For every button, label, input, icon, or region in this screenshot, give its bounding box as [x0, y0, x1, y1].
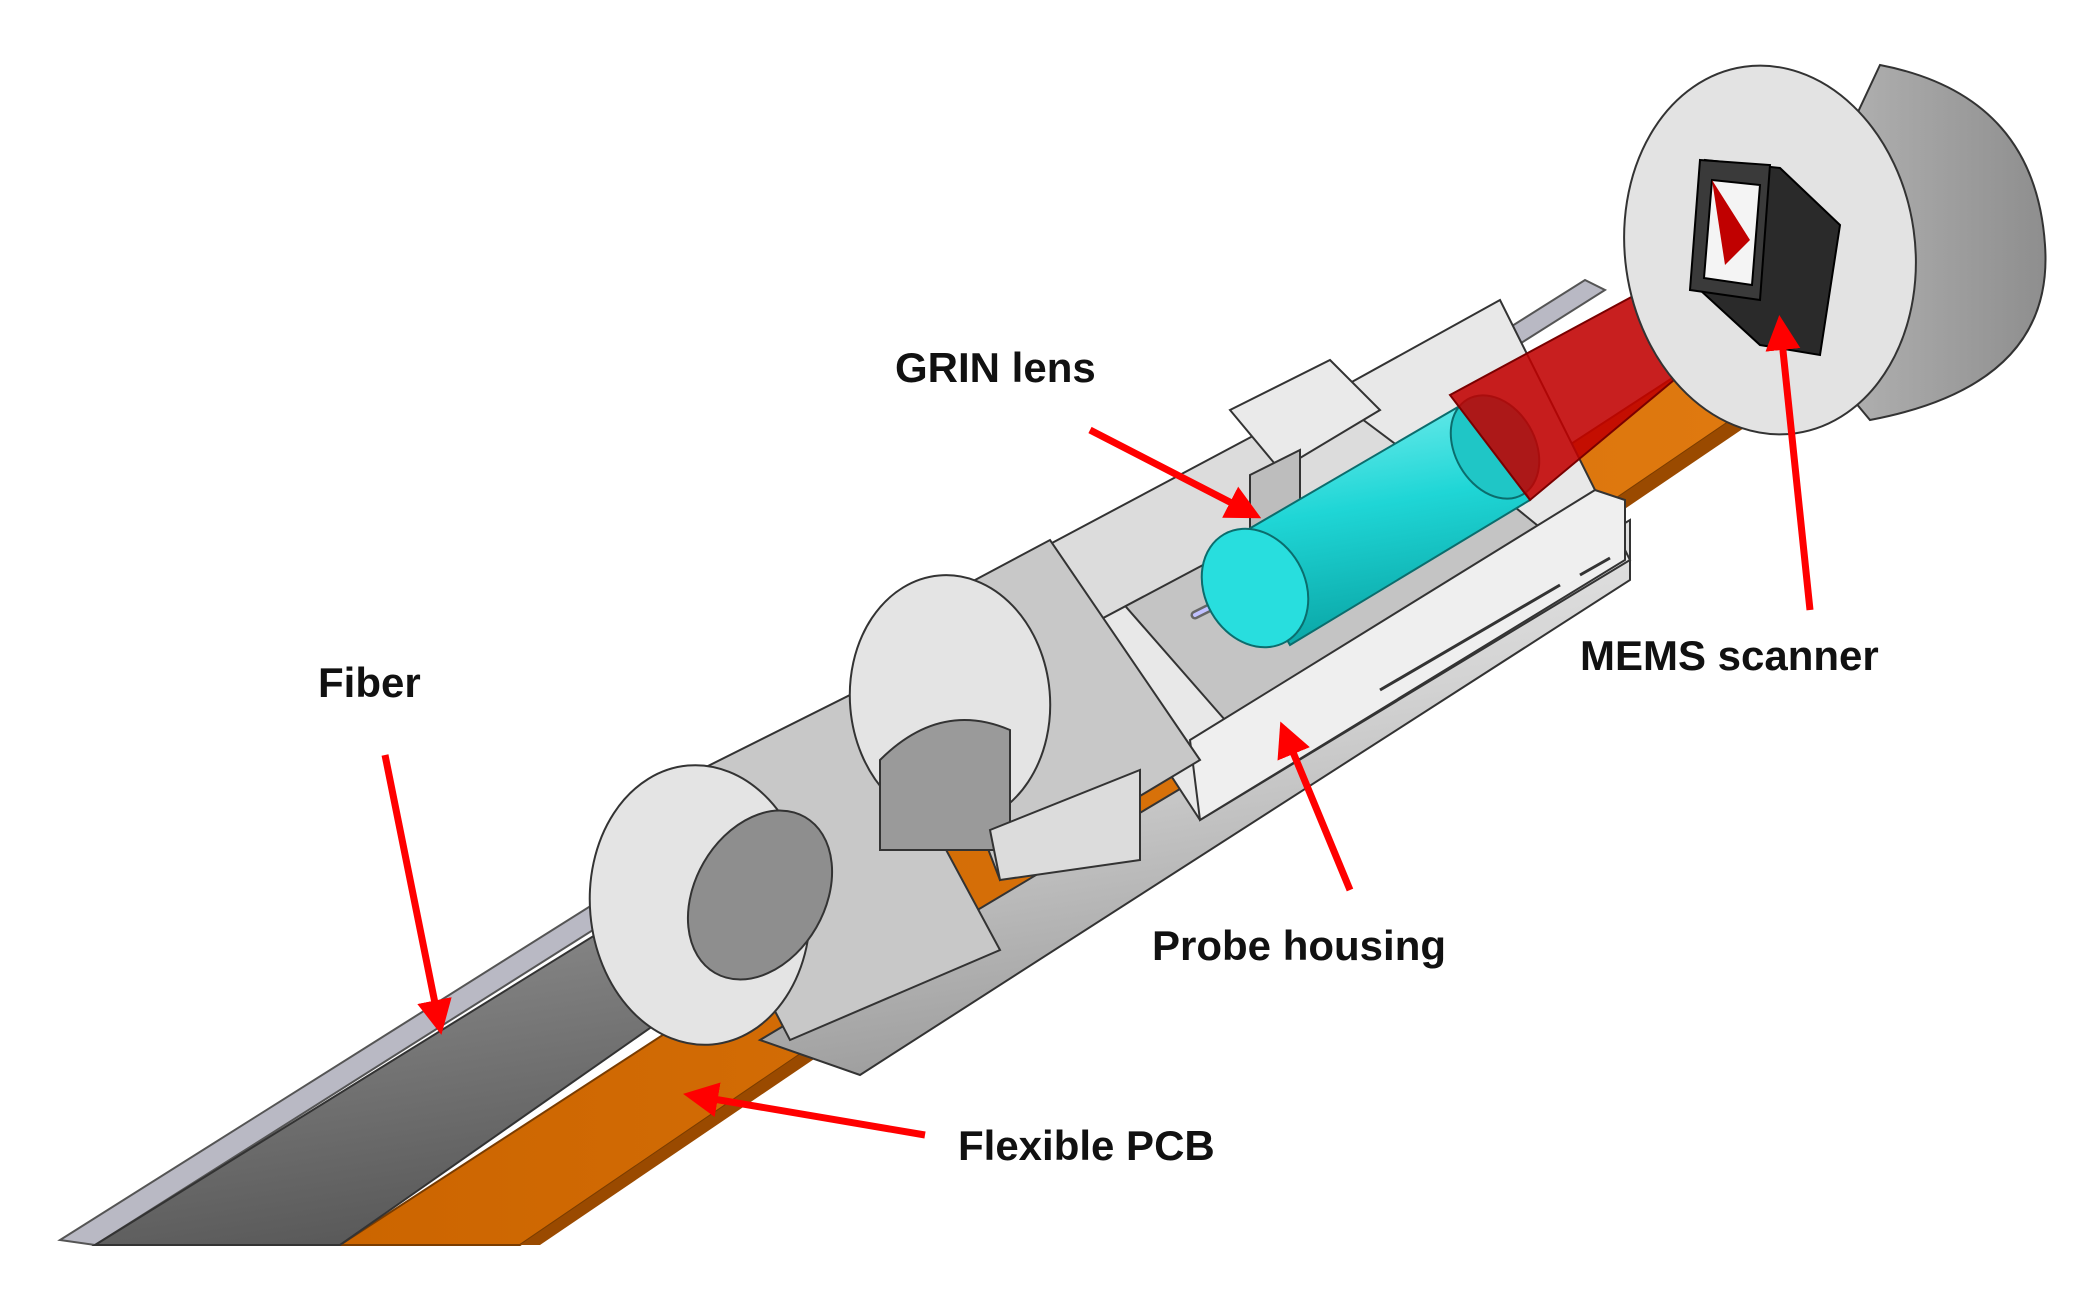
annotation-arrows — [381, 315, 1814, 1139]
flexible-pcb-arrow — [683, 1082, 926, 1139]
mems-scanner-label: MEMS scanner — [1580, 632, 1879, 679]
grin-lens-arrow — [1088, 426, 1262, 519]
mems-scanner — [1688, 158, 1842, 357]
mems-scanner-arrow — [1765, 315, 1814, 611]
grin-lens-label: GRIN lens — [895, 344, 1096, 391]
probe-housing-arrow — [1277, 721, 1354, 892]
rear-collar — [588, 688, 1002, 1046]
middle-collar — [848, 538, 1202, 882]
probe-housing-label: Probe housing — [1152, 922, 1446, 969]
fiber-label: Fiber — [318, 659, 421, 706]
fiber-arrow — [381, 754, 452, 1035]
flexible-pcb-label: Flexible PCB — [958, 1122, 1215, 1169]
end-disk — [1623, 63, 2047, 436]
